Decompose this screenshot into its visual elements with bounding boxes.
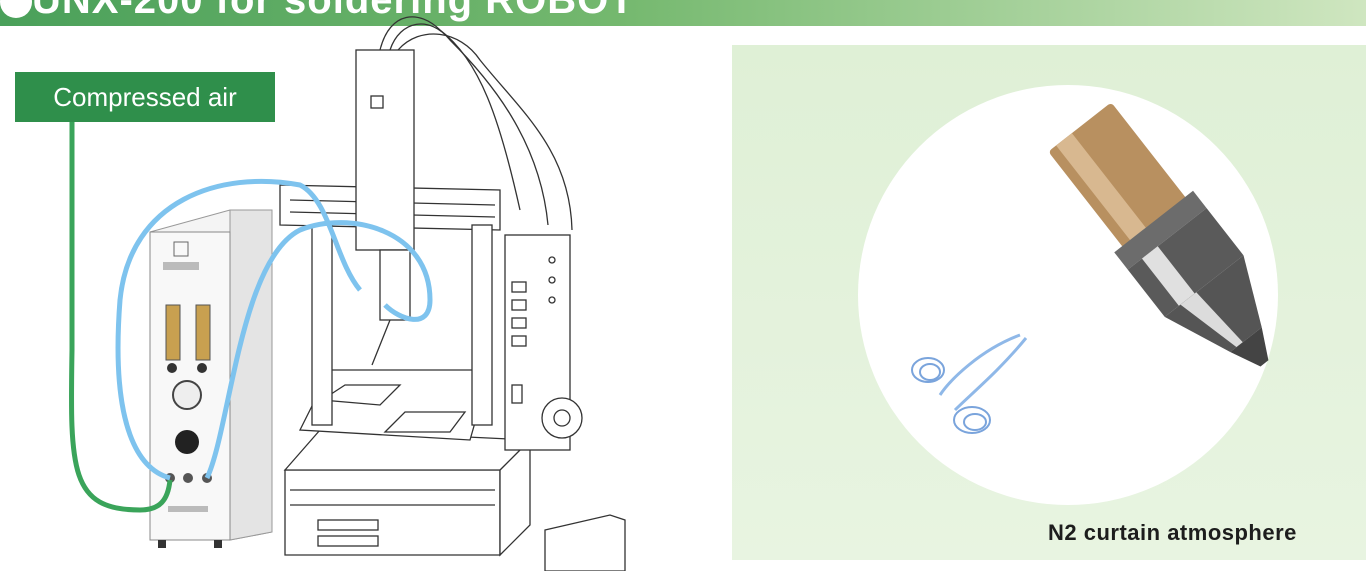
nozzle-illustration bbox=[858, 85, 1304, 505]
soldering-robot bbox=[280, 17, 625, 571]
controller-unit bbox=[150, 210, 272, 548]
compressed-air-label: Compressed air bbox=[15, 72, 275, 122]
n2-curtain-label: N2 curtain atmosphere bbox=[1048, 520, 1297, 546]
